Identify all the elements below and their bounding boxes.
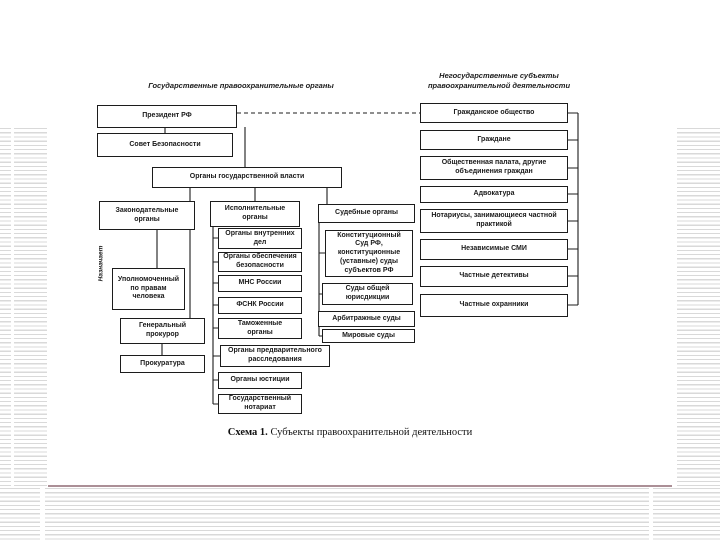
heading-nonstate-subjects: Негосударственные субъекты правоохраните… [427, 71, 571, 90]
box-fsnk: ФСНК России [218, 297, 302, 314]
pinstripe-gap [649, 488, 653, 540]
pinstripe-band-left-outer [0, 128, 11, 540]
box-state-notariat: Государственный нотариат [218, 394, 302, 414]
figure-caption-text: Субъекты правоохранительной деятельности [270, 427, 473, 438]
box-magistrate-courts: Мировые суды [322, 329, 415, 343]
box-notaries-private: Нотариусы, занимающиеся частной практико… [420, 209, 568, 233]
box-general-jurisdiction: Суды общей юрисдикции [322, 283, 413, 305]
box-legislative: Законодательные органы [99, 201, 195, 230]
box-constitutional-court: Конституционный Суд РФ, конституционные … [325, 230, 413, 277]
box-internal-affairs: Органы внутренних дел [218, 228, 302, 249]
box-security-provision: Органы обеспечения безопасности [218, 252, 302, 272]
connector-nonstate-spine [568, 112, 579, 306]
pinstripe-band-bottom [0, 488, 720, 540]
box-private-guards: Частные охранники [420, 294, 568, 317]
pinstripe-gap [40, 488, 45, 540]
box-arbitration-courts: Арбитражные суды [318, 311, 415, 327]
box-advokatura: Адвокатура [420, 186, 568, 203]
heading-state-organs: Государственные правоохранительные орган… [148, 81, 334, 90]
box-mns: МНС России [218, 275, 302, 292]
box-judicial: Судебные органы [318, 204, 415, 223]
box-security-council: Совет Безопасности [97, 133, 233, 157]
pinstripe-band-left-inner [14, 128, 47, 540]
box-civil-society: Гражданское общество [420, 103, 568, 123]
slide-divider-line [48, 485, 672, 487]
box-preliminary-investigation: Органы предварительного расследования [220, 345, 330, 367]
figure-caption-number: Схема 1. [227, 427, 268, 438]
box-prosecutor-general: Генеральный прокурор [120, 318, 205, 344]
box-justice: Органы юстиции [218, 372, 302, 389]
box-customs: Таможенные органы [218, 318, 302, 339]
box-state-power: Органы государственной власти [152, 167, 342, 188]
box-president: Президент РФ [97, 105, 237, 128]
box-ombudsman: Уполномоченный по правам человека [112, 268, 185, 310]
box-citizens: Граждане [420, 130, 568, 150]
box-public-chamber: Общественная палата, другие объединения … [420, 156, 568, 180]
pinstripe-band-right [677, 128, 720, 540]
box-independent-media: Независимые СМИ [420, 239, 568, 260]
edge-label-appoints: Назначает [97, 245, 105, 282]
box-private-detectives: Частные детективы [420, 266, 568, 287]
figure-caption: Схема 1. Субъекты правоохранительной дея… [175, 427, 525, 438]
box-executive: Исполнительные органы [210, 201, 300, 227]
box-prokuratura: Прокуратура [120, 355, 205, 373]
